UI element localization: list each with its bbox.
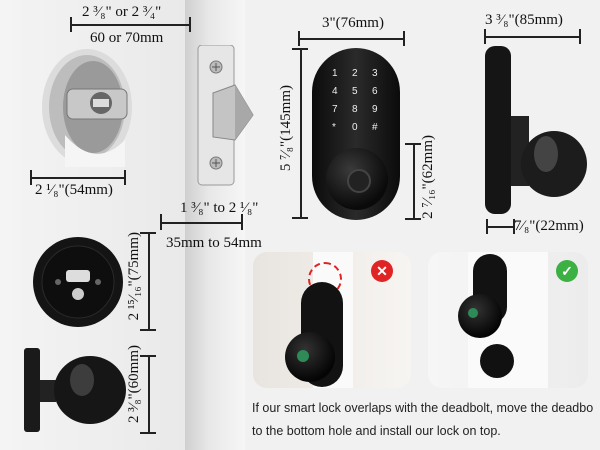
key-3: 3 bbox=[372, 68, 378, 79]
dim-line bbox=[413, 143, 415, 219]
dim-line bbox=[148, 232, 150, 330]
deadbolt bbox=[480, 344, 514, 378]
dim-tick bbox=[292, 48, 308, 50]
dim-line bbox=[486, 226, 514, 228]
dim-tick bbox=[292, 217, 308, 219]
key-2: 2 bbox=[352, 68, 358, 79]
lock-knob bbox=[285, 332, 335, 382]
dim-bore-width: 2 ¹⁄₈"(54mm) bbox=[35, 182, 113, 198]
dim-tick bbox=[241, 214, 243, 230]
key-0: 0 bbox=[352, 122, 358, 133]
dim-tick bbox=[30, 170, 32, 185]
key-5: 5 bbox=[352, 86, 358, 97]
key-1: 1 bbox=[332, 68, 338, 79]
dim-knob-depth: 7⁄₈"(22mm) bbox=[514, 218, 584, 234]
dim-knob-dia: 2 ³⁄₈"(60mm) bbox=[126, 345, 142, 423]
keyhole bbox=[347, 169, 371, 193]
keypad-grid: 1 2 3 4 5 6 7 8 9 * 0 # bbox=[328, 66, 384, 148]
led-indicator bbox=[468, 308, 478, 318]
caption-line-1: If our smart lock overlaps with the dead… bbox=[252, 401, 594, 415]
dim-top-left-mm: 60 or 70mm bbox=[90, 30, 164, 46]
key-4: 4 bbox=[332, 86, 338, 97]
dim-lock-height: 5 ⁷⁄₈"(145mm) bbox=[278, 85, 294, 172]
dim-tick bbox=[403, 31, 405, 46]
dim-tick bbox=[486, 219, 488, 234]
key-6: 6 bbox=[372, 86, 378, 97]
led-indicator bbox=[297, 350, 309, 362]
bore-plate-image bbox=[42, 49, 132, 167]
front-knob bbox=[326, 148, 388, 210]
dim-tick bbox=[160, 214, 162, 230]
key-8: 8 bbox=[352, 104, 358, 115]
dim-tick bbox=[140, 432, 156, 434]
dim-line bbox=[160, 222, 242, 224]
dim-inner-height: 2 ¹⁵⁄₁₆"(75mm) bbox=[126, 232, 142, 321]
dim-line bbox=[30, 177, 125, 179]
dim-backset-in: 1 ³⁄₈" to 2 ¹⁄₈" bbox=[180, 200, 259, 216]
dim-tick bbox=[405, 218, 421, 220]
key-9: 9 bbox=[372, 104, 378, 115]
photo-wrong-install: ✕ bbox=[253, 252, 411, 388]
dim-tick bbox=[298, 31, 300, 46]
dim-tick bbox=[140, 232, 156, 234]
dim-top-left-in: 2 ³⁄₈" or 2 ³⁄₄" bbox=[82, 4, 162, 20]
dim-line bbox=[70, 24, 190, 26]
key-7: 7 bbox=[332, 104, 338, 115]
dim-tick bbox=[70, 17, 72, 32]
photo-right-install: ✓ bbox=[428, 252, 588, 388]
strike-plate-image bbox=[197, 45, 254, 186]
dim-line bbox=[148, 355, 150, 433]
dim-depth: 3 ³⁄₈"(85mm) bbox=[485, 12, 563, 28]
dim-tick bbox=[140, 329, 156, 331]
caption-line-2: to the bottom hole and install our lock … bbox=[252, 424, 501, 438]
wrong-icon: ✕ bbox=[371, 260, 393, 282]
key-star: * bbox=[332, 122, 336, 133]
lock-knob bbox=[458, 294, 502, 338]
dim-lock-width: 3"(76mm) bbox=[322, 15, 384, 31]
dim-tick bbox=[513, 219, 515, 234]
dim-tick bbox=[579, 29, 581, 44]
dim-line bbox=[298, 38, 404, 40]
dim-tick bbox=[405, 143, 421, 145]
dim-tick bbox=[124, 170, 126, 185]
inner-knob-image bbox=[24, 348, 126, 432]
key-hash: # bbox=[372, 122, 378, 133]
dim-line bbox=[300, 48, 302, 218]
inner-rose-image bbox=[33, 237, 123, 327]
dim-line bbox=[484, 36, 580, 38]
check-icon: ✓ bbox=[556, 260, 578, 282]
lock-front-body: 1 2 3 4 5 6 7 8 9 * 0 # bbox=[312, 48, 400, 220]
dim-backset-mm: 35mm to 54mm bbox=[166, 235, 262, 251]
dim-tick bbox=[140, 355, 156, 357]
dim-knob-height: 2 ⁷⁄₁₆"(62mm) bbox=[420, 135, 436, 219]
lock-side-image bbox=[485, 46, 587, 214]
dim-tick bbox=[484, 29, 486, 44]
dim-tick bbox=[189, 17, 191, 32]
